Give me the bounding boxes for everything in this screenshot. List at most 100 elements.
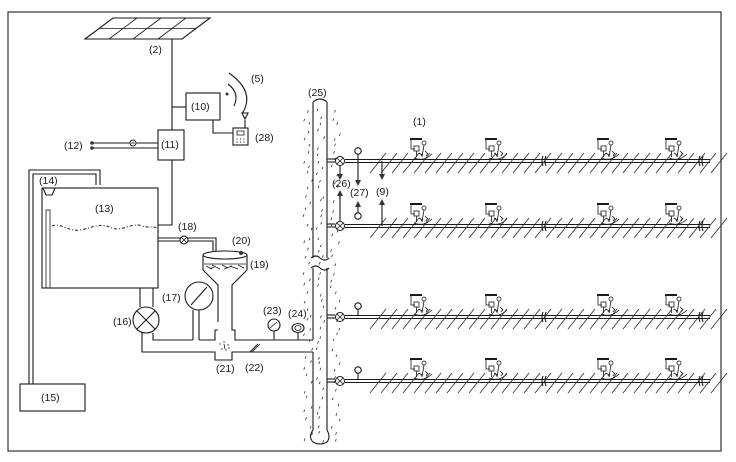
soil-mark: [318, 261, 321, 265]
label-gauge-23: (23): [263, 305, 282, 317]
power-unit-box: [157, 129, 185, 161]
ground-hatch: [600, 372, 618, 394]
level-indicator: [45, 209, 51, 289]
soil-mark: [331, 233, 334, 237]
soil-mark: [318, 431, 321, 434]
ground-hatch: [578, 152, 596, 174]
ground-hatch: [369, 308, 387, 330]
ground-hatch: [501, 308, 519, 330]
ground-hatch: [534, 217, 552, 239]
flow-arrows: [337, 147, 385, 226]
ground-hatch: [391, 308, 409, 330]
ground-hatch: [611, 152, 629, 174]
ground-hatch: [699, 217, 717, 239]
ground-hatch: [468, 152, 486, 174]
sprinkler-unit-icon: [485, 203, 508, 225]
soil-mark: [332, 118, 335, 122]
label-fertilizer-hopper: (19): [250, 259, 269, 271]
ground-hatch: [699, 308, 717, 330]
water-level-line: [51, 224, 158, 231]
ground-hatch: [391, 152, 409, 174]
ground-hatch: [633, 152, 651, 174]
power-terminal: [90, 141, 94, 145]
ground-hatch: [413, 372, 431, 394]
soil-mark: [317, 283, 319, 287]
soil-mark: [318, 381, 321, 385]
soil-mark: [331, 397, 334, 401]
ground-hatch: [666, 308, 684, 330]
ground-hatch: [622, 372, 640, 394]
soil-mark: [311, 347, 314, 351]
ground-hatch: [424, 372, 442, 394]
soil-mark: [315, 227, 318, 230]
ground-hatch: [633, 308, 651, 330]
pipe-break: [698, 311, 701, 323]
ground-hatch: [611, 217, 629, 239]
soil-mark: [330, 425, 333, 429]
ground-hatch: [391, 217, 409, 239]
soil-mark: [304, 207, 307, 211]
ground-hatch: [424, 217, 442, 239]
soil-mark: [317, 128, 319, 132]
ground-hatch: [446, 372, 464, 394]
soil-mark: [333, 273, 335, 276]
soil-mark: [334, 181, 336, 185]
label-gauge-24: (24): [288, 308, 307, 320]
soil-mark: [336, 122, 339, 125]
ground-hatch: [413, 308, 431, 330]
ground-hatch: [710, 152, 728, 174]
ground-hatch: [644, 217, 662, 239]
ground-hatch: [710, 308, 728, 330]
branch-row: [327, 203, 728, 239]
soil-mark: [320, 221, 323, 225]
ground-hatch: [556, 217, 574, 239]
soil-mark: [308, 339, 311, 342]
pipe-break: [541, 375, 544, 387]
soil-mark: [334, 306, 337, 310]
soil-mark: [335, 354, 338, 358]
gauge-24-icon: [291, 322, 305, 334]
ground-hatch: [699, 372, 717, 394]
soil-mark: [305, 417, 307, 420]
soil-mark: [335, 413, 338, 416]
soil-mark: [303, 118, 306, 122]
soil-mark: [306, 308, 309, 311]
mixer-icon: [219, 341, 230, 351]
soil-mark: [308, 121, 311, 125]
label-hopper-cap: (20): [232, 235, 251, 247]
soil-mark: [318, 356, 320, 360]
soil-mark: [330, 164, 333, 168]
soil-mark: [334, 143, 336, 147]
soil-mark: [336, 332, 338, 335]
soil-mark: [330, 217, 333, 221]
sprinkler-unit-icon: [597, 203, 620, 225]
ground-hatch: [655, 152, 673, 174]
sprinkler-unit-icon: [597, 138, 620, 160]
soil-mark: [316, 172, 318, 176]
fertilizer-hopper: [202, 250, 248, 322]
hopper-cap-icon: [239, 251, 243, 255]
ground-hatch: [644, 308, 662, 330]
soil-mark: [303, 333, 305, 336]
ground-hatch: [523, 152, 541, 174]
soil-mark: [311, 178, 313, 182]
ground-hatch: [457, 372, 475, 394]
soil-mark: [318, 406, 321, 409]
soil-mark: [306, 223, 309, 227]
soil-mark: [332, 338, 335, 342]
soil-mark: [303, 160, 306, 164]
soil-mark: [338, 241, 340, 244]
soil-mark: [332, 200, 335, 203]
branch-gauge-icon: [354, 366, 362, 374]
ground-hatch: [545, 152, 563, 174]
label-branch-gauge-flow: (27): [350, 187, 369, 199]
ground-hatch: [479, 217, 497, 239]
ground-hatch: [512, 308, 530, 330]
soil-mark: [338, 418, 341, 422]
sprinkler-unit-icon: [410, 203, 433, 225]
wireless-signal-icon: [225, 72, 248, 115]
soil-mark: [319, 122, 322, 126]
riser-pipe: [309, 98, 330, 445]
soil-mark: [338, 362, 341, 365]
ground-hatch: [413, 217, 431, 239]
